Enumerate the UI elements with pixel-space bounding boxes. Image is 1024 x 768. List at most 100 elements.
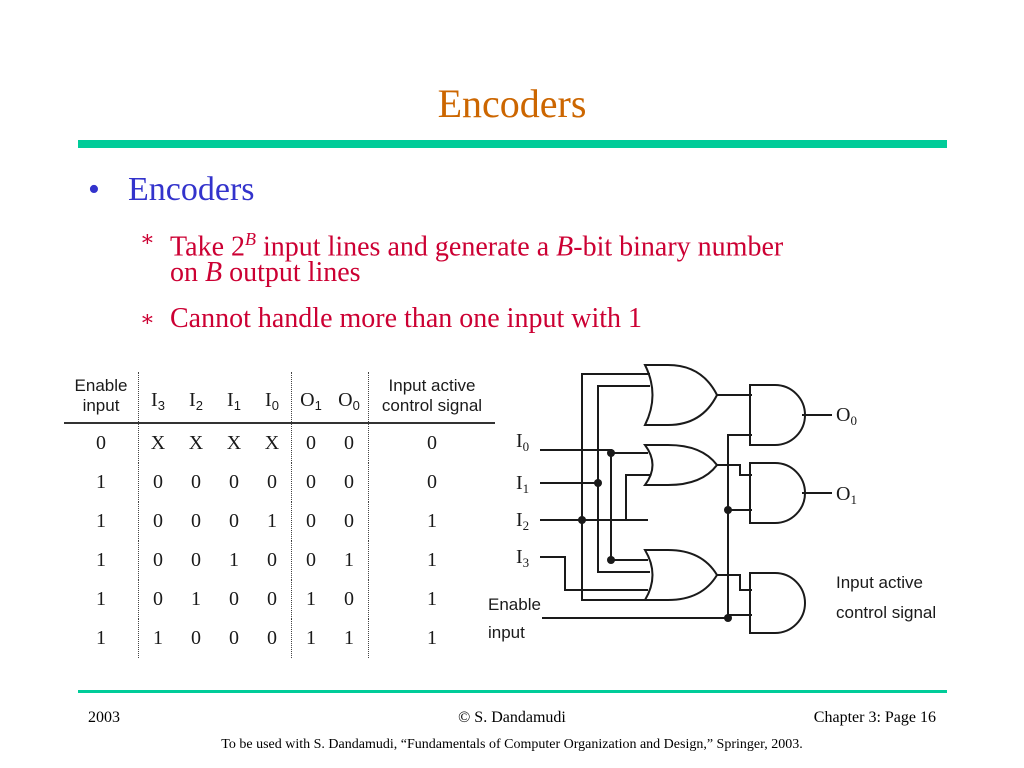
table-cell: 0 bbox=[191, 549, 201, 571]
junction-dot bbox=[607, 556, 615, 564]
wire-i1 bbox=[540, 385, 650, 484]
title-divider bbox=[78, 140, 947, 148]
table-cell: 1 bbox=[96, 588, 106, 610]
header-letter: I bbox=[227, 389, 234, 411]
header-text: input bbox=[82, 396, 120, 415]
table-cell: 1 bbox=[191, 588, 201, 610]
table-cell: 0 bbox=[344, 432, 354, 454]
main-bullet-text: Encoders bbox=[128, 171, 255, 208]
bullet-dot-icon: • bbox=[88, 171, 100, 208]
header-text: control signal bbox=[381, 396, 483, 415]
signal-label-line2: control signal bbox=[836, 603, 936, 622]
header-i3: I3 bbox=[138, 372, 177, 424]
output-label-o1: O1 bbox=[836, 483, 857, 507]
footer-page: Chapter 3: Page 16 bbox=[813, 709, 936, 726]
wire-bus-b bbox=[597, 483, 650, 573]
text-run: input lines and generate a bbox=[256, 231, 557, 263]
wire-or2-out bbox=[717, 464, 752, 476]
table-cell: 0 bbox=[191, 471, 201, 493]
input-label-i2: I2 bbox=[516, 509, 529, 533]
header-subscript: 1 bbox=[233, 398, 241, 413]
encoder-circuit-diagram: I0 I1 I2 I3 Enable input O0 O1 Input act… bbox=[488, 364, 936, 642]
label-subscript: 2 bbox=[523, 518, 530, 533]
header-subscript: 0 bbox=[352, 398, 360, 413]
table-cell: 0 bbox=[96, 432, 106, 454]
label-letter: I bbox=[516, 546, 523, 568]
table-cell: 0 bbox=[138, 580, 177, 619]
text-run: on bbox=[170, 257, 205, 288]
table-cell: 0 bbox=[191, 510, 201, 532]
label-letter: I bbox=[516, 509, 523, 531]
table-cell: 1 bbox=[291, 580, 330, 619]
table-cell: 0 bbox=[344, 510, 354, 532]
header-i2: I2 bbox=[177, 372, 215, 424]
header-text: Enable bbox=[74, 376, 128, 395]
table-cell: 0 bbox=[267, 549, 277, 571]
table-cell: 0 bbox=[138, 502, 177, 541]
header-letter: O bbox=[300, 389, 315, 411]
footer-note: To be used with S. Dandamudi, “Fundament… bbox=[221, 737, 803, 752]
label-subscript: 3 bbox=[523, 555, 530, 570]
wire-bus-c bbox=[581, 373, 650, 601]
label-letter: I bbox=[516, 430, 523, 452]
table-cell: 0 bbox=[368, 463, 495, 502]
asterisk-bullet-icon: ∗ bbox=[140, 226, 155, 251]
or-gate-3 bbox=[643, 549, 719, 601]
sub-bullet-1-line2: on B output lines bbox=[170, 256, 361, 290]
or-gate-1 bbox=[643, 364, 719, 426]
table-cell: 0 bbox=[191, 627, 201, 649]
table-cell: 1 bbox=[344, 627, 354, 649]
header-subscript: 0 bbox=[271, 398, 279, 413]
table-cell: 0 bbox=[229, 627, 239, 649]
junction-dot bbox=[724, 614, 732, 622]
output-label-o0: O0 bbox=[836, 404, 857, 428]
header-subscript: 3 bbox=[157, 398, 165, 413]
table-cell: 1 bbox=[96, 627, 106, 649]
footer-divider bbox=[78, 690, 947, 693]
input-label-i3: I3 bbox=[516, 546, 529, 570]
and-gate-o1 bbox=[749, 462, 806, 524]
label-subscript: 0 bbox=[523, 439, 530, 454]
wire-enable bbox=[542, 614, 752, 619]
table-cell: 0 bbox=[267, 588, 277, 610]
table-cell: 1 bbox=[368, 541, 495, 580]
table-cell: X bbox=[226, 432, 242, 454]
footer-year: 2003 bbox=[88, 709, 120, 726]
header-i1: I1 bbox=[215, 372, 253, 424]
table-cell: 1 bbox=[291, 619, 330, 658]
table-cell: 0 bbox=[291, 463, 330, 502]
label-letter: O bbox=[836, 404, 850, 426]
table-cell: 1 bbox=[96, 549, 106, 571]
header-subscript: 2 bbox=[195, 398, 203, 413]
text-run: -bit binary number bbox=[573, 231, 784, 263]
junction-dot bbox=[578, 516, 586, 524]
text-run: output lines bbox=[222, 257, 361, 288]
table-cell: 0 bbox=[229, 588, 239, 610]
table-cell: 0 bbox=[291, 423, 330, 463]
italic-b: B bbox=[556, 231, 574, 263]
footer-author: © S. Dandamudi bbox=[458, 709, 566, 726]
wire-or3-out bbox=[717, 574, 752, 591]
slide-title: Encoders bbox=[437, 81, 587, 126]
table-cell: 0 bbox=[368, 423, 495, 463]
table-cell: 0 bbox=[344, 588, 354, 610]
junction-dot bbox=[607, 449, 615, 457]
table-cell: 1 bbox=[96, 471, 106, 493]
italic-b: B bbox=[205, 257, 223, 288]
sub-bullet-2-text: Cannot handle more than one input with 1 bbox=[170, 303, 643, 334]
signal-label-line1: Input active bbox=[836, 573, 923, 592]
text-run: Take 2 bbox=[170, 231, 246, 263]
input-label-i0: I0 bbox=[516, 430, 529, 454]
label-subscript: 0 bbox=[850, 413, 857, 428]
enable-label-line2: input bbox=[488, 623, 525, 642]
wire-i0 bbox=[540, 449, 648, 454]
table-cell: 0 bbox=[229, 510, 239, 532]
